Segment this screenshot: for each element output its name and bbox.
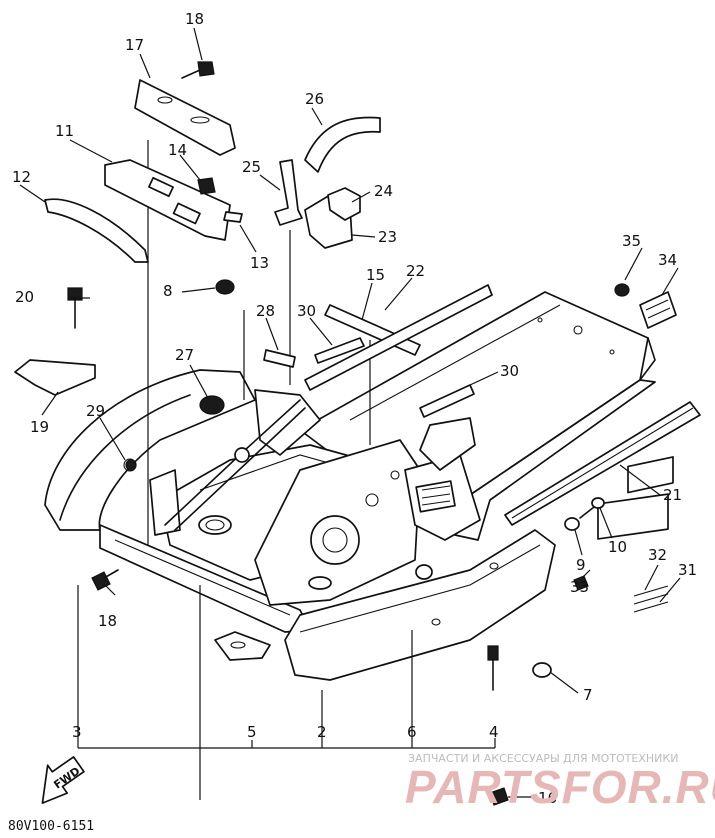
callout-10: 10 [608,538,627,556]
callout-17: 17 [125,36,144,54]
grommet-part-29 [125,459,137,471]
callout-14: 14 [168,141,187,159]
callout-35: 35 [622,232,641,250]
callout-24: 24 [374,182,393,200]
bracket-part-25 [274,159,303,226]
callout-25: 25 [242,158,261,176]
callout-18-lower: 18 [98,612,117,630]
callout-18-top: 18 [185,10,204,28]
handle-part-12 [44,198,149,263]
handle-part-26 [304,116,381,173]
callout-3: 3 [72,723,82,741]
bolt-part-10 [579,497,605,519]
bolt-part-20 [67,287,83,329]
bracket-part-5 [214,631,271,661]
leader-lines [19,27,681,798]
watermark: ЗАПЧАСТИ И АКСЕССУАРЫ ДЛЯ МОТОТЕХНИКИ PA… [405,752,715,813]
grommet-part-8 [215,279,235,295]
bar-part-30-lower [419,384,475,418]
callout-31: 31 [678,561,697,579]
callout-34: 34 [658,251,677,269]
callout-2: 2 [317,723,327,741]
callout-5: 5 [247,723,257,741]
block-part-23-24 [304,187,361,249]
callout-27: 27 [175,346,194,364]
callout-4: 4 [489,723,499,741]
diagram-code: 80V100-6151 [8,819,94,834]
bar-part-30-upper [314,337,365,364]
callout-30-lower: 30 [500,362,519,380]
callout-8: 8 [163,282,173,300]
plate-part-17 [134,79,236,156]
rear-flap-part-31 [597,456,674,613]
callout-labels: 18 17 11 14 12 13 26 25 24 23 20 19 8 27… [12,10,697,807]
watermark-line1: ЗАПЧАСТИ И АКСЕССУАРЫ ДЛЯ МОТОТЕХНИКИ [408,752,678,765]
watermark-line2: PARTSFOR.RU [405,761,715,813]
rail-part-22 [304,284,493,391]
grommet-part-6 [415,564,433,580]
fwd-arrow-icon: FWD [41,756,85,804]
callout-13: 13 [250,254,269,272]
bracket-part-19 [14,359,96,396]
group-bracket-line [77,585,496,749]
bolt-part-18-lower [91,569,119,591]
bushing-part-27 [199,395,225,415]
callout-22: 22 [406,262,425,280]
side-skirt-part-2 [284,529,556,681]
bar-part-28 [263,349,296,368]
cap-part-16 [489,787,509,806]
callout-12: 12 [12,168,31,186]
callout-9: 9 [576,556,586,574]
grommet-part-35 [614,283,630,297]
callout-29: 29 [86,402,105,420]
callout-16: 16 [538,789,557,807]
nut-part-33 [573,575,589,591]
plate-part-13 [223,211,243,223]
bracket-part-11 [104,159,231,241]
nut-part-9 [564,517,580,531]
bracket-part-34 [639,291,677,329]
grommet-part-7 [532,662,552,678]
runner-part-21 [504,401,701,526]
callout-15: 15 [366,266,385,284]
callout-23: 23 [378,228,397,246]
callout-20: 20 [15,288,34,306]
callout-33: 33 [570,578,589,596]
pin-part-4 [487,645,499,691]
callout-6: 6 [407,723,417,741]
callout-32: 32 [648,546,667,564]
callout-11: 11 [55,122,74,140]
callout-19: 19 [30,418,49,436]
callout-30-upper: 30 [297,302,316,320]
callout-7: 7 [583,686,593,704]
nut-part-14 [197,177,216,195]
callout-28: 28 [256,302,275,320]
callout-26: 26 [305,90,324,108]
bolt-part-18-top [181,61,215,79]
callout-21: 21 [663,486,682,504]
